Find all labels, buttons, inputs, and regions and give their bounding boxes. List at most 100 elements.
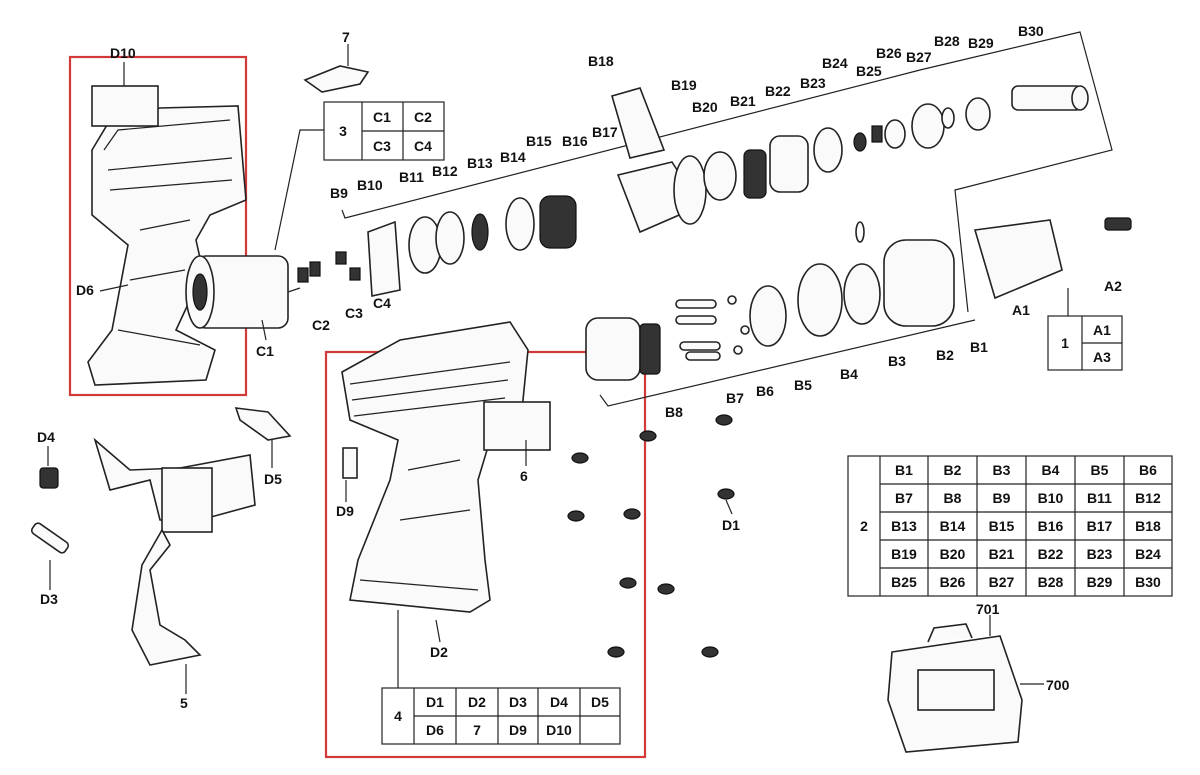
table-cell: B1: [895, 462, 913, 478]
label-B20: B20: [692, 99, 718, 115]
label-D10: D10: [110, 45, 136, 61]
table-1-cell: A3: [1093, 349, 1111, 365]
table-cell: 7: [473, 722, 481, 738]
table-1-index: 1: [1061, 335, 1069, 351]
table-cell: B5: [1091, 462, 1109, 478]
label-B29: B29: [968, 35, 994, 51]
leader-lines: [47, 44, 733, 694]
table-cell: B8: [944, 490, 962, 506]
label-C4: C4: [373, 295, 391, 311]
table-3-cell: C3: [373, 138, 391, 154]
table-1-cell: A1: [1093, 322, 1111, 338]
label-A2: A2: [1104, 278, 1122, 294]
label-B18: B18: [588, 53, 614, 69]
label-C2: C2: [312, 317, 330, 333]
table-cell: B11: [1087, 490, 1112, 506]
label-B1: B1: [970, 339, 988, 355]
label-B12: B12: [432, 163, 458, 179]
label-B23: B23: [800, 75, 826, 91]
table-cell: B14: [940, 518, 966, 534]
table-1: 1 A1 A3: [1047, 315, 1123, 371]
table-cell: D4: [550, 694, 568, 710]
table-cell: D1: [426, 694, 444, 710]
table-cell: B12: [1135, 490, 1161, 506]
label-B21: B21: [730, 93, 756, 109]
table-cell: D5: [591, 694, 609, 710]
table-cell: B6: [1139, 462, 1157, 478]
table-cell: B9: [993, 490, 1011, 506]
table-3: 3 C1 C2 C3 C4: [323, 101, 445, 161]
table-cell: B4: [1042, 462, 1060, 478]
label-B4: B4: [840, 366, 858, 382]
table-cell: B21: [989, 546, 1015, 562]
table-cell: D10: [546, 722, 572, 738]
label-B17: B17: [592, 124, 618, 140]
table-4-index: 4: [394, 708, 402, 724]
table-cell: D2: [468, 694, 486, 710]
label-A1: A1: [1012, 302, 1030, 318]
label-D3: D3: [40, 591, 58, 607]
table-cell: B29: [1087, 574, 1113, 590]
table-cell: B30: [1135, 574, 1161, 590]
table-cell: B24: [1135, 546, 1161, 562]
label-B27: B27: [906, 49, 932, 65]
label-D5: D5: [264, 471, 282, 487]
label-B26: B26: [876, 45, 902, 61]
clutch-components: [585, 217, 1132, 407]
small-parts-c2-c4: [297, 220, 401, 297]
label-B5: B5: [794, 377, 812, 393]
label-B6: B6: [756, 383, 774, 399]
label-D6: D6: [76, 282, 94, 298]
label-B11: B11: [399, 169, 424, 185]
label-700: 700: [1046, 677, 1070, 693]
label-C1: C1: [256, 343, 274, 359]
label-7: 7: [342, 29, 350, 45]
table-cell: B22: [1038, 546, 1064, 562]
label-B30: B30: [1018, 23, 1044, 39]
motor-drawing: [185, 255, 301, 329]
label-B19: B19: [671, 77, 697, 93]
label-B28: B28: [934, 33, 960, 49]
table-cell: B17: [1087, 518, 1113, 534]
gearbox-components: [408, 85, 1089, 274]
table-cell: B27: [989, 574, 1015, 590]
table-cell: B10: [1038, 490, 1064, 506]
table-cell: B23: [1087, 546, 1113, 562]
table-cell: D9: [509, 722, 527, 738]
switch-assembly-drawing: [30, 407, 292, 666]
label-C3: C3: [345, 305, 363, 321]
table-cell: B20: [940, 546, 966, 562]
table-cell: B26: [940, 574, 966, 590]
table-2-index: 2: [860, 518, 868, 534]
label-B10: B10: [357, 177, 383, 193]
table-cell: B19: [891, 546, 917, 562]
table-cell: D6: [426, 722, 444, 738]
label-D9: D9: [336, 503, 354, 519]
table-3-cell: C1: [373, 109, 391, 125]
screws-drawing: [567, 414, 735, 658]
table-cell: B18: [1135, 518, 1161, 534]
label-B22: B22: [765, 83, 791, 99]
label-B14: B14: [500, 149, 526, 165]
table-cell: D3: [509, 694, 527, 710]
label-701: 701: [976, 601, 1000, 617]
table-cell: B25: [891, 574, 917, 590]
left-housing-drawing: [87, 85, 247, 386]
table-cell: B13: [891, 518, 917, 534]
right-housing-drawing: [341, 321, 551, 613]
table-cell: B15: [989, 518, 1015, 534]
label-D2: D2: [430, 644, 448, 660]
label-B7: B7: [726, 390, 744, 406]
label-B3: B3: [888, 353, 906, 369]
table-cell: B16: [1038, 518, 1064, 534]
label-D4: D4: [37, 429, 55, 445]
label-D1: D1: [722, 517, 740, 533]
table-cell: B2: [944, 462, 962, 478]
table-cell: B28: [1038, 574, 1064, 590]
label-B24: B24: [822, 55, 848, 71]
label-B2: B2: [936, 347, 954, 363]
label-B9: B9: [330, 185, 348, 201]
